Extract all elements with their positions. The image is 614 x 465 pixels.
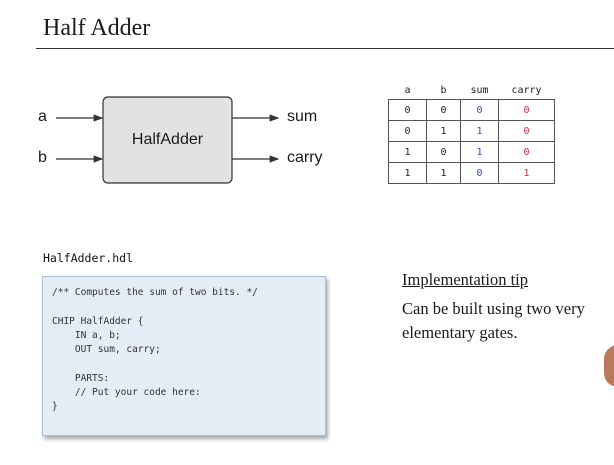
table-row: 0 1 1 0 xyxy=(388,120,555,142)
cell-carry: 0 xyxy=(498,99,555,121)
header-a: a xyxy=(404,85,411,96)
cell-sum: 0 xyxy=(460,99,499,121)
tip-body: Can be built using two very elementary g… xyxy=(402,297,614,345)
cell-carry: 0 xyxy=(498,141,555,163)
code-block: /** Computes the sum of two bits. */ CHI… xyxy=(42,276,326,436)
table-row: 1 0 1 0 xyxy=(388,141,555,163)
cell-a: 1 xyxy=(388,162,427,184)
tip-heading: Implementation tip xyxy=(402,270,529,289)
cell-carry: 1 xyxy=(498,162,555,184)
cell-sum: 1 xyxy=(460,141,499,163)
output-carry-label: carry xyxy=(287,149,323,166)
header-carry: carry xyxy=(511,85,542,96)
cell-b: 1 xyxy=(426,162,461,184)
header-sum: sum xyxy=(470,85,489,96)
input-a-label: a xyxy=(38,108,47,125)
tip-body-line: Can be built using two very xyxy=(402,299,585,318)
chip-name: HalfAdder xyxy=(131,131,204,148)
cell-a: 0 xyxy=(388,120,427,142)
title-divider xyxy=(36,48,614,49)
code-text: /** Computes the sum of two bits. */ CHI… xyxy=(52,287,258,413)
cell-a: 0 xyxy=(388,99,427,121)
presenter-image xyxy=(604,345,614,387)
cell-sum: 1 xyxy=(460,120,499,142)
table-row: 0 0 0 0 xyxy=(388,99,555,121)
input-b-label: b xyxy=(38,149,47,166)
cell-carry: 0 xyxy=(498,120,555,142)
cell-b: 0 xyxy=(426,99,461,121)
cell-b: 1 xyxy=(426,120,461,142)
cell-b: 0 xyxy=(426,141,461,163)
code-filename: HalfAdder.hdl xyxy=(43,251,134,265)
cell-sum: 0 xyxy=(460,162,499,184)
truth-table: a b sum carry 0 0 0 0 0 1 1 0 1 0 1 0 1 … xyxy=(388,82,555,184)
output-sum-label: sum xyxy=(287,108,318,125)
table-row: 1 1 0 1 xyxy=(388,162,555,184)
cell-a: 1 xyxy=(388,141,427,163)
tip-body-line: elementary gates. xyxy=(402,323,518,342)
header-b: b xyxy=(440,85,447,96)
slide-title: Half Adder xyxy=(43,15,151,41)
chip-box xyxy=(102,96,233,184)
truth-table-header: a b sum carry xyxy=(389,82,555,100)
